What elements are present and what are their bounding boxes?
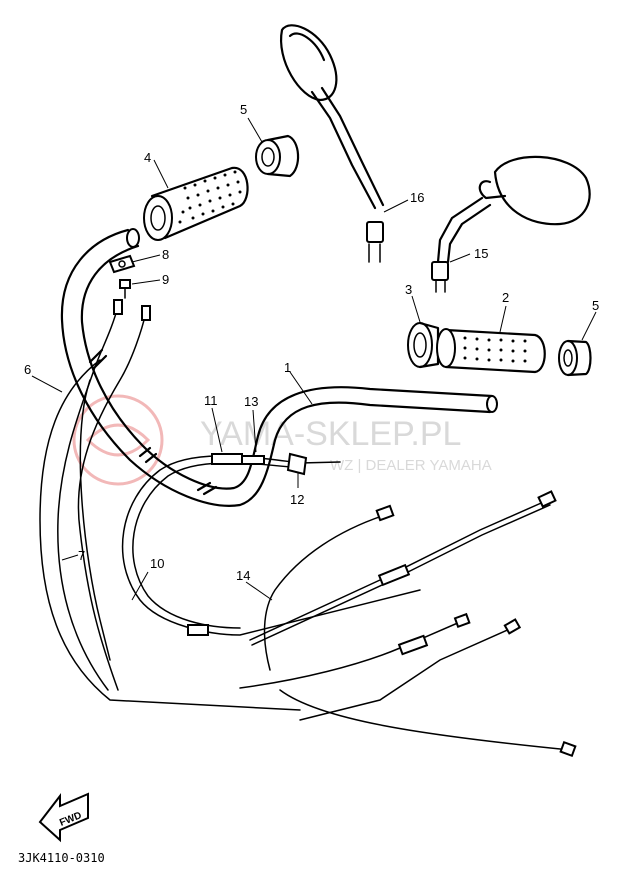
part-2-right-grip xyxy=(436,328,546,374)
diagram-code: 3JK4110-0310 xyxy=(18,851,105,865)
watermark-tagline: WZ | DEALER YAMAHA xyxy=(330,457,492,474)
grip-texture-left xyxy=(178,170,242,224)
callout-numbers: 1 2 3 4 5 5 6 7 8 9 10 11 12 13 14 15 16 xyxy=(24,102,599,583)
watermark-brand: YAMA-SKLEP.PL xyxy=(200,415,461,453)
callout-10: 10 xyxy=(150,556,164,571)
fwd-direction-arrow: FWD xyxy=(38,792,89,843)
callout-6: 6 xyxy=(24,362,31,377)
callout-1: 1 xyxy=(284,360,291,375)
part-5-left-grip-end xyxy=(255,134,300,178)
part-4-left-grip xyxy=(143,166,249,241)
callout-12: 12 xyxy=(290,492,304,507)
callout-leaders xyxy=(31,117,597,601)
part-3-throttle-housing xyxy=(407,321,440,369)
fwd-arrow-icon xyxy=(38,792,89,843)
part-5-right-grip-end xyxy=(558,339,592,377)
callout-15: 15 xyxy=(474,246,488,261)
callout-14: 14 xyxy=(236,568,250,583)
part-12-adjuster xyxy=(286,452,308,476)
callout-13: 13 xyxy=(244,394,258,409)
part-1-handlebar xyxy=(60,228,498,507)
callout-5-left: 5 xyxy=(240,102,247,117)
callout-3: 3 xyxy=(405,282,412,297)
part-14-cables xyxy=(239,490,577,758)
callout-11: 11 xyxy=(204,393,218,408)
part-9-screw xyxy=(119,279,131,299)
watermark-logo-icon xyxy=(72,394,164,486)
callout-4: 4 xyxy=(144,150,151,165)
callout-9: 9 xyxy=(162,272,169,287)
callout-16: 16 xyxy=(410,190,424,205)
callout-7: 7 xyxy=(78,548,85,563)
callout-8: 8 xyxy=(162,247,169,262)
part-16-left-mirror xyxy=(279,24,385,263)
part-8-clamp xyxy=(108,254,136,274)
watermark: YAMA-SKLEP.PL WZ | DEALER YAMAHA xyxy=(72,394,492,486)
callout-5-right: 5 xyxy=(592,298,599,313)
callout-2: 2 xyxy=(502,290,509,305)
part-6-7-cables xyxy=(39,299,301,711)
part-15-right-mirror xyxy=(431,155,591,293)
watermark-logo-inner xyxy=(85,423,151,457)
part-10-throttle-cable xyxy=(121,453,421,636)
grip-texture-right xyxy=(463,336,527,363)
